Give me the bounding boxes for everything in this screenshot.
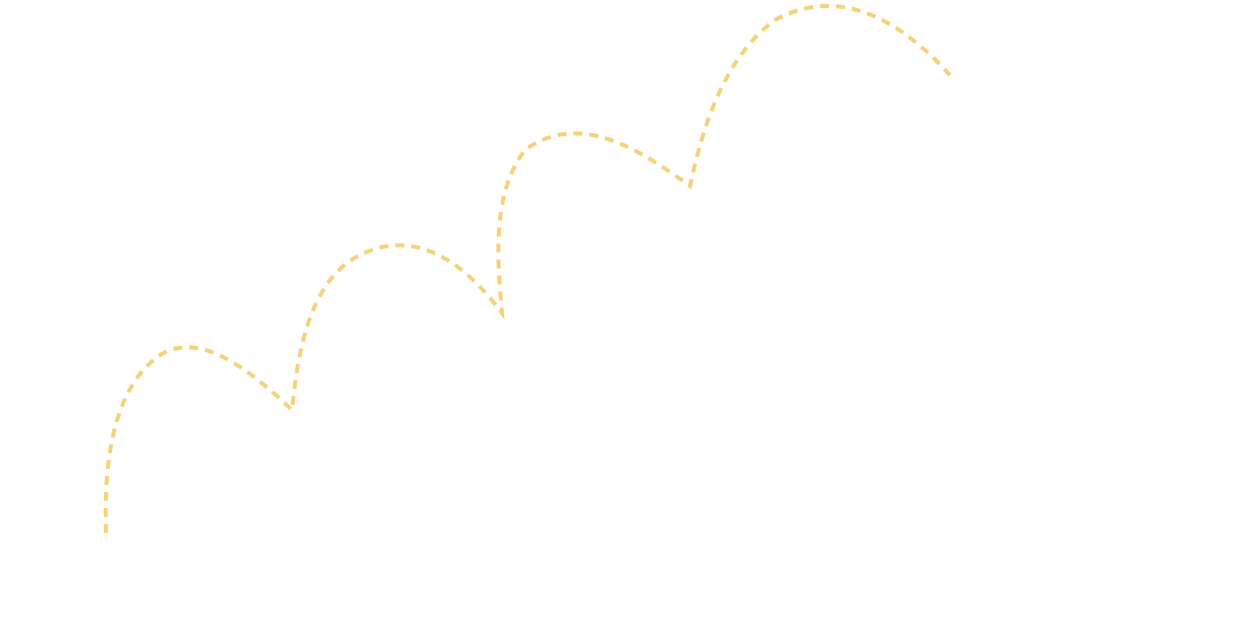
bouncing-dashed-trail — [103, 3, 952, 534]
